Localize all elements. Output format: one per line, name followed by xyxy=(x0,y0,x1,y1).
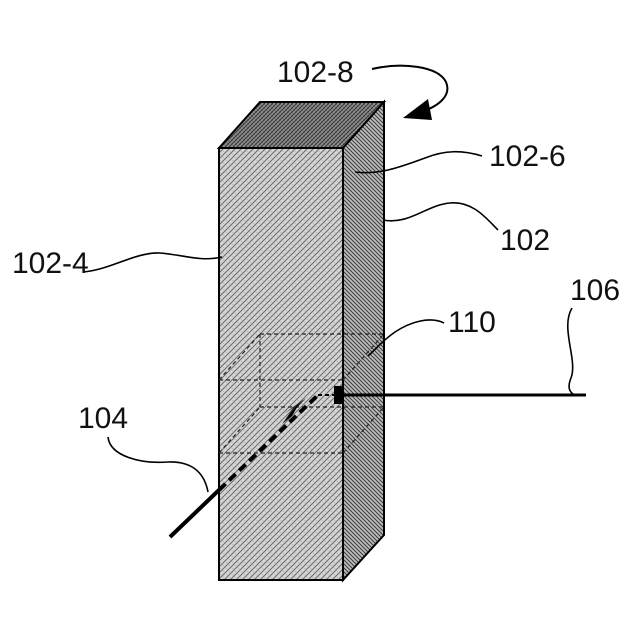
label-102-8: 102-8 xyxy=(277,56,354,89)
block-front-face xyxy=(219,148,343,580)
leader-102 xyxy=(383,203,498,230)
label-102: 102 xyxy=(500,224,550,257)
leader-104 xyxy=(108,437,208,492)
label-106: 106 xyxy=(570,274,620,307)
label-104: 104 xyxy=(78,402,128,435)
label-110: 110 xyxy=(448,306,496,339)
label-102-4: 102-4 xyxy=(12,247,89,280)
rotation-arrow-head xyxy=(403,99,432,120)
leader-102-4 xyxy=(83,253,222,272)
leader-106 xyxy=(568,308,574,395)
incident-beam-outside xyxy=(170,490,219,537)
label-102-6: 102-6 xyxy=(489,140,566,173)
